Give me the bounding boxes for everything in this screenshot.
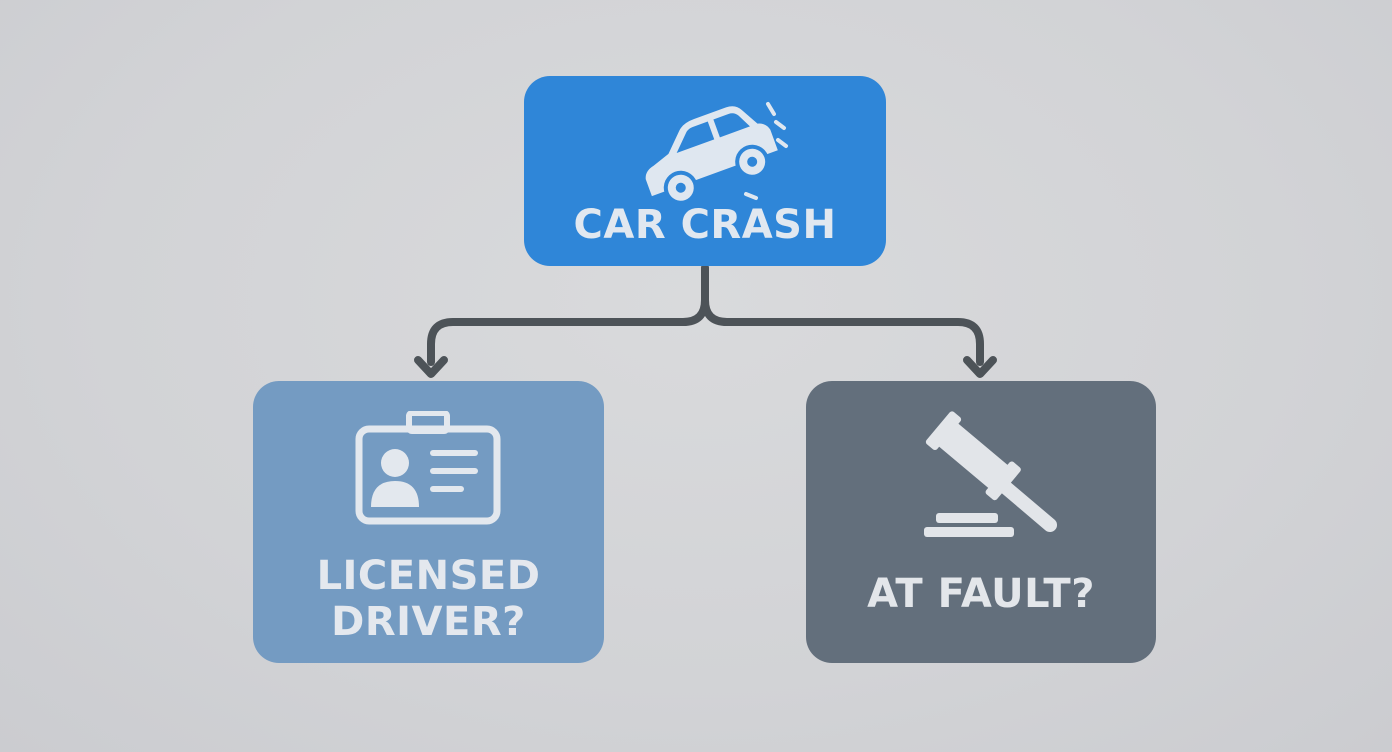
node-label-licensed-driver: LICENSED DRIVER? bbox=[253, 553, 604, 645]
gavel-icon bbox=[924, 411, 1057, 537]
node-label-at-fault: AT FAULT? bbox=[867, 571, 1095, 617]
node-label-line2: DRIVER? bbox=[331, 599, 526, 645]
id-card-icon bbox=[355, 411, 501, 525]
arrowhead-left bbox=[414, 356, 448, 378]
connector-left bbox=[427, 264, 709, 366]
node-label-car-crash: CAR CRASH bbox=[573, 202, 837, 248]
node-car-crash: CAR CRASH bbox=[524, 76, 886, 266]
node-licensed-driver: LICENSED DRIVER? bbox=[253, 381, 604, 663]
connector-right bbox=[701, 264, 984, 366]
car-crash-icon bbox=[645, 102, 788, 205]
node-at-fault: AT FAULT? bbox=[806, 381, 1156, 663]
node-label-line1: LICENSED bbox=[316, 553, 541, 599]
arrowhead-right bbox=[963, 356, 997, 378]
